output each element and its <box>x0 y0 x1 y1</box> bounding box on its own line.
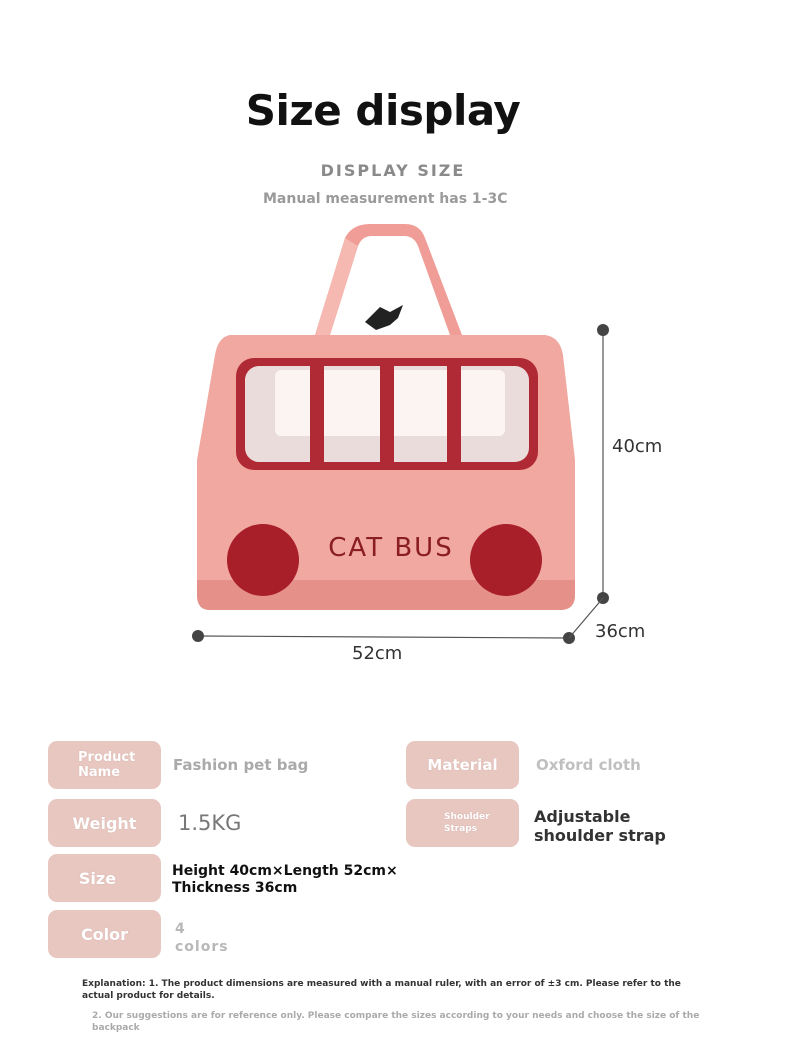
window-bar <box>447 362 461 466</box>
measurement-note: Manual measurement has 1-3C <box>263 191 508 207</box>
window-bar <box>380 362 394 466</box>
spec-label-product-name: Product Name <box>48 741 161 789</box>
height-dot-top <box>597 324 609 336</box>
spec-value-size: Height 40cm×Length 52cm× Thickness 36cm <box>172 863 398 896</box>
footnote-suggestion: 2. Our suggestions are for reference onl… <box>92 1011 700 1033</box>
bag-handle-inner <box>315 238 358 335</box>
wheel-right <box>470 524 542 596</box>
height-label: 40cm <box>612 436 663 457</box>
page-title: Size display <box>245 86 521 135</box>
spec-value-product-name: Fashion pet bag <box>173 756 309 774</box>
spec-value-weight: 1.5KG <box>178 811 242 835</box>
footnote-explanation: Explanation: 1. The product dimensions a… <box>82 979 681 1001</box>
zipper-pull <box>365 305 403 330</box>
brand-text: CAT BUS <box>328 533 453 563</box>
spec-label-color: Color <box>48 910 161 958</box>
spec-label-material: Material <box>406 741 519 789</box>
spec-label-size: Size <box>48 854 161 902</box>
spec-value-color: 4 colors <box>175 921 229 955</box>
bag-body-shade <box>197 580 575 610</box>
page-subtitle: DISPLAY SIZE <box>320 161 466 180</box>
length-label: 52cm <box>352 643 403 664</box>
spec-value-shoulder-straps: Adjustable shoulder strap <box>534 807 666 845</box>
spec-label-weight: Weight <box>48 799 161 847</box>
length-dot-left <box>192 630 204 642</box>
thickness-label: 36cm <box>595 621 646 642</box>
product-illustration: CAT BUS <box>192 224 609 644</box>
wheel-left <box>227 524 299 596</box>
spec-value-material: Oxford cloth <box>536 756 641 774</box>
window-bar <box>310 362 324 466</box>
spec-label-shoulder-straps: Shoulder Straps <box>406 799 519 847</box>
